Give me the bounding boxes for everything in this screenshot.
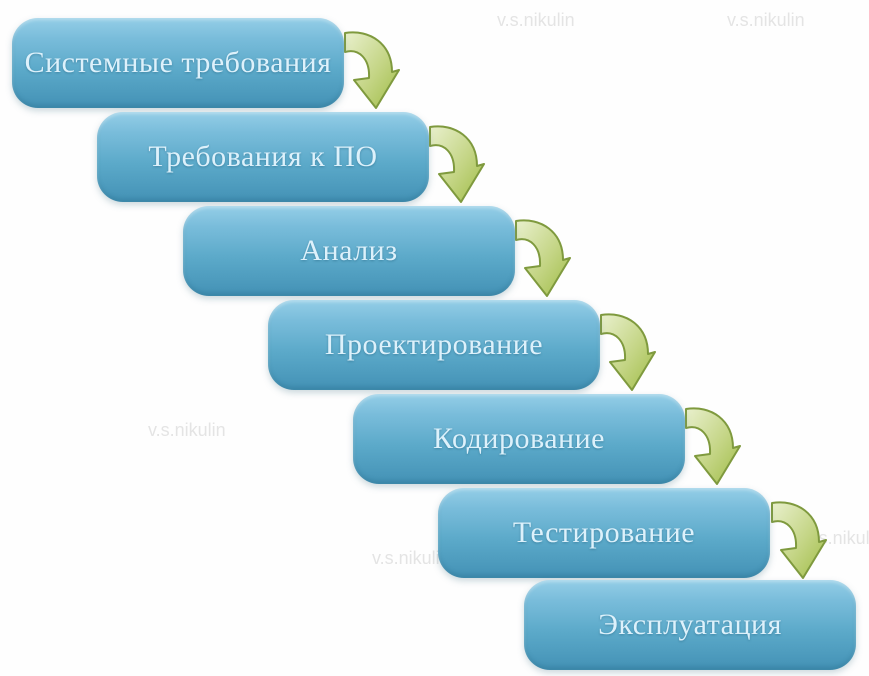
curved-down-arrow-icon [771,501,827,579]
stage-label: Тестирование [512,516,696,549]
stage-box-software-requirements: Требования к ПО [97,112,429,202]
curved-down-arrow-icon [515,219,571,297]
curved-down-arrow-icon [600,313,656,391]
stage-box-system-requirements: Системные требования [12,18,344,108]
stage-label: Анализ [300,234,398,267]
stage-label: Проектирование [324,328,544,361]
watermark-text: v.s.nikulin [148,420,226,440]
stage-box-testing: Тестирование [438,488,770,578]
watermark-text: v.s.nikulin [497,10,575,30]
curved-down-arrow-icon [685,407,741,485]
watermark-text: v.s.nikulin [372,548,450,568]
stage-box-design: Проектирование [268,300,600,390]
curved-down-arrow-icon [429,125,485,203]
stage-label: Требования к ПО [148,140,378,173]
stage-label: Эксплуатация [598,608,782,641]
stage-box-coding: Кодирование [353,394,685,484]
stage-label: Кодирование [433,422,605,455]
watermark-text: v.s.nikulin [727,10,805,30]
curved-down-arrow-icon [344,31,400,109]
stage-box-analysis: Анализ [183,206,515,296]
stage-box-operation: Эксплуатация [524,580,856,670]
stage-label: Системные требования [24,46,332,79]
